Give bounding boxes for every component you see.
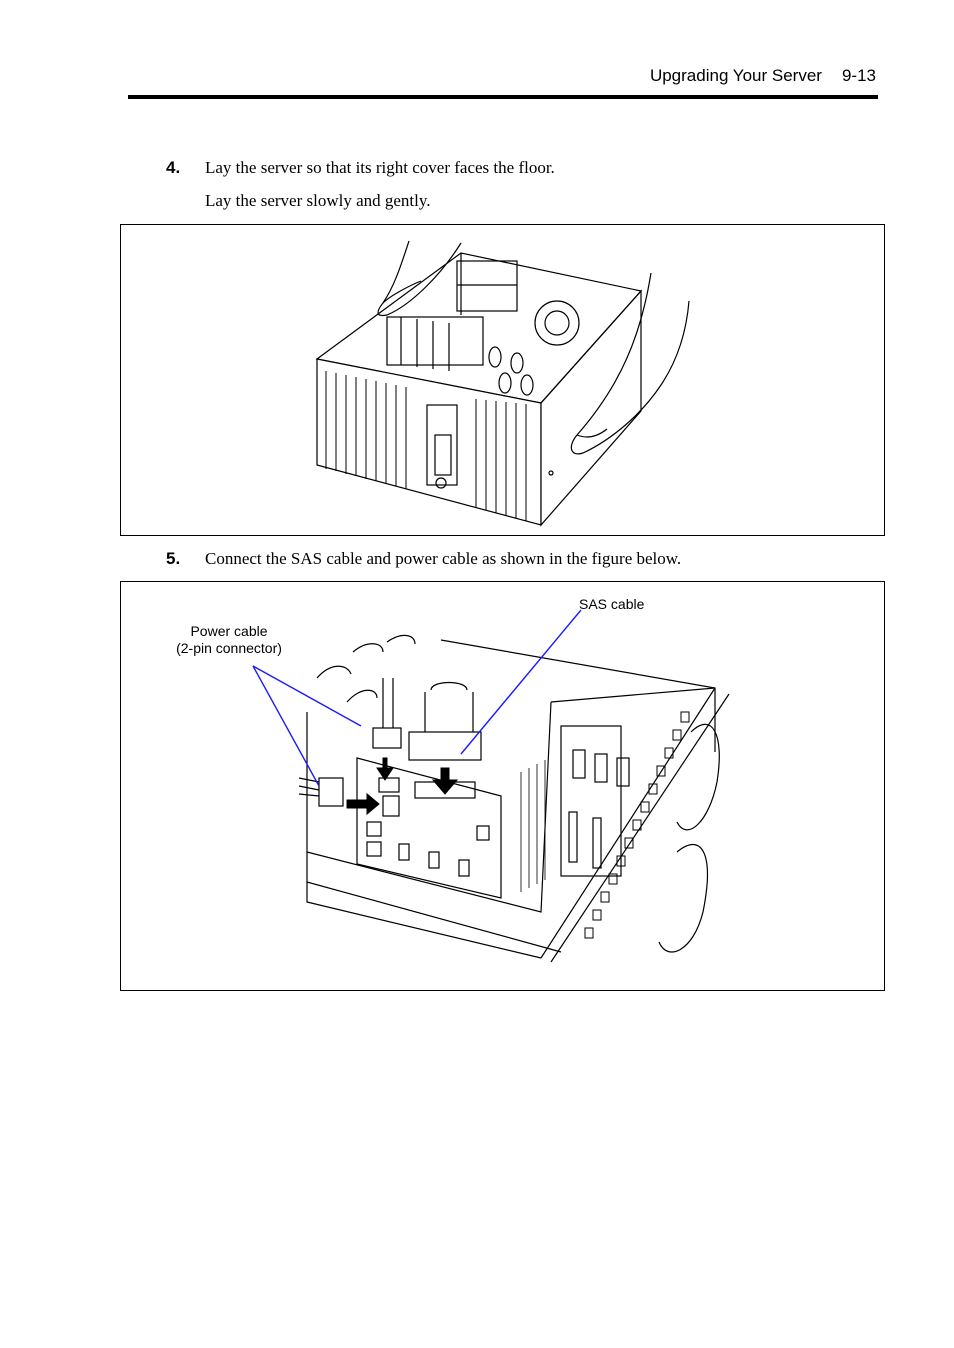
figure-lay-server xyxy=(120,224,885,536)
page-number: 9-13 xyxy=(841,66,876,85)
power-cable-label: Power cable (2-pin connector) xyxy=(169,623,289,657)
step-4-subtext: Lay the server slowly and gently. xyxy=(205,191,431,210)
cable-illustration xyxy=(252,609,730,963)
step-text: Connect the SAS cable and power cable as… xyxy=(205,549,682,568)
step-text: Lay the server so that its right cover f… xyxy=(205,158,555,177)
figure-cable-connection: SAS cable Power cable (2-pin connector) xyxy=(120,581,885,991)
sas-cable-label: SAS cable xyxy=(579,596,645,612)
section-title: Upgrading Your Server xyxy=(649,66,822,85)
running-header: Upgrading Your Server 9-13 xyxy=(650,66,876,86)
power-cable-label-line2: (2-pin connector) xyxy=(176,640,282,656)
header-rule xyxy=(128,95,878,99)
server-illustration xyxy=(315,240,690,527)
step-number: 5. xyxy=(166,549,181,568)
step-number: 4. xyxy=(166,158,181,177)
power-cable-label-line1: Power cable xyxy=(190,623,268,639)
